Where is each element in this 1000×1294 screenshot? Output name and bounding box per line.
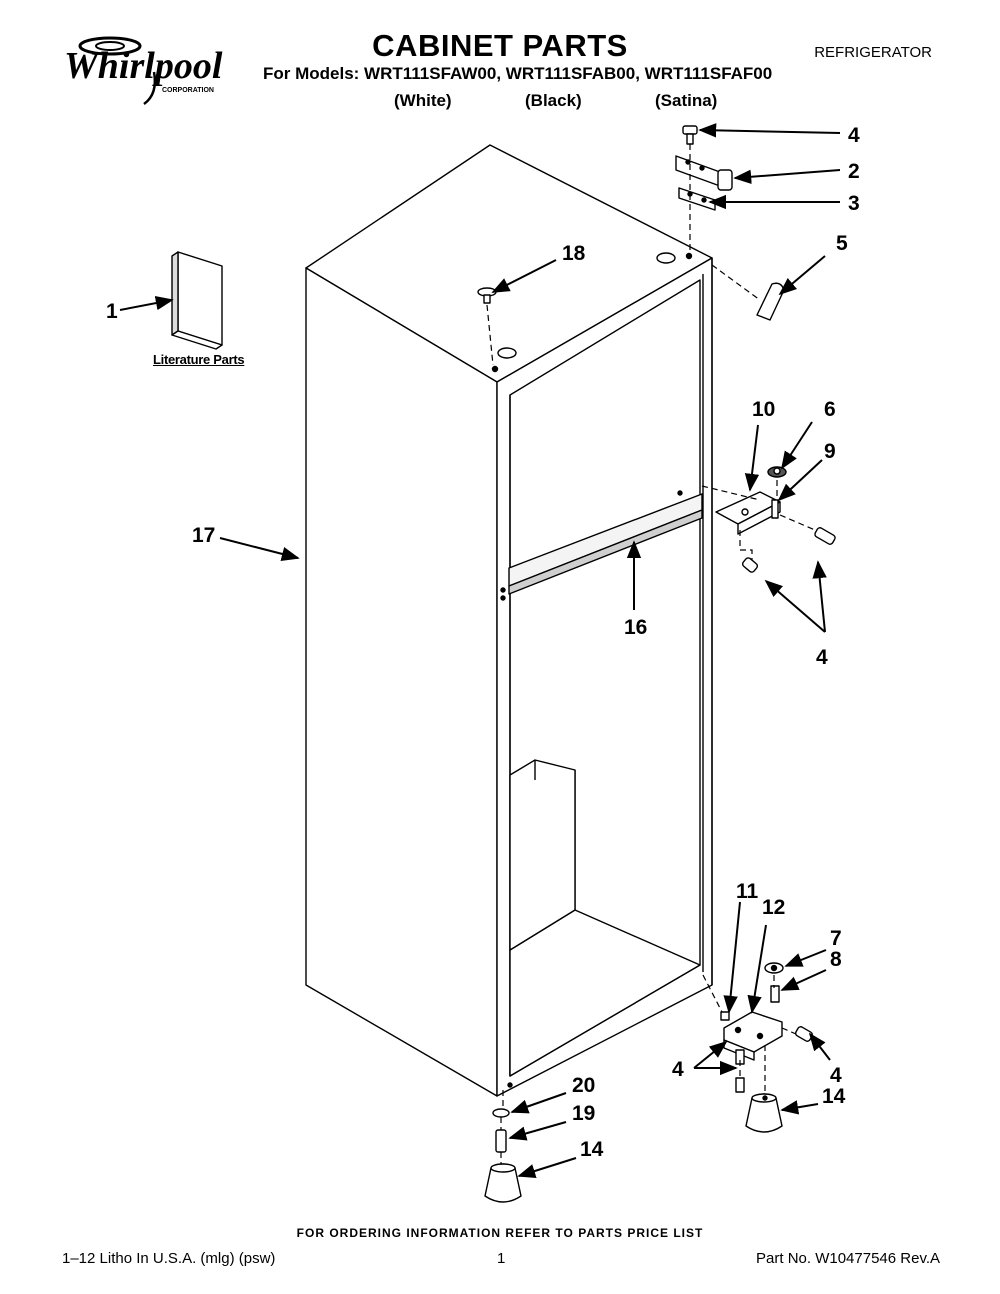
svg-text:Whirlpool: Whirlpool: [64, 45, 223, 87]
callout-14-leg-left: 14: [580, 1138, 604, 1161]
callout-16-cross-rail: 16: [624, 616, 647, 639]
callout-19-leveler-stud: 19: [572, 1102, 595, 1125]
literature-parts-label: Literature Parts: [153, 352, 245, 367]
part-number: Part No. W10477546 Rev.A: [756, 1250, 940, 1267]
callout-8-hinge-pin: 8: [830, 948, 842, 971]
litho-info: 1–12 Litho In U.S.A. (mlg) (psw): [62, 1250, 276, 1267]
bottom-hinge-assembly: [720, 962, 814, 1093]
page-number: 1: [497, 1250, 506, 1267]
ordering-note: FOR ORDERING INFORMATION REFER TO PARTS …: [296, 1226, 704, 1240]
callout-3-hinge-shim: 3: [848, 192, 860, 215]
callout-4-bottom-side-screw: 4: [830, 1064, 842, 1087]
whirlpool-logo: Whirlpool CORPORATION: [62, 32, 232, 107]
variant-satina: (Satina): [655, 91, 718, 110]
center-hinge-assembly: [715, 466, 836, 573]
hinge-cover: [756, 282, 785, 321]
callout-18-plug: 18: [562, 242, 586, 265]
callout-2-top-hinge: 2: [848, 160, 860, 183]
callout-1-literature: 1: [106, 300, 118, 323]
page-title: CABINET PARTS: [372, 28, 628, 63]
leveling-leg-left: [484, 1108, 522, 1203]
leveling-leg-right: [745, 1093, 783, 1133]
top-hinge-assembly: [675, 125, 733, 211]
callout-9-hinge-pin: 9: [824, 440, 836, 463]
callout-14-leg-right: 14: [822, 1085, 846, 1108]
variant-black: (Black): [525, 91, 582, 110]
callout-12-bottom-hinge: 12: [762, 896, 785, 919]
model-list: For Models: WRT111SFAW00, WRT111SFAB00, …: [263, 64, 773, 83]
callout-17-cabinet: 17: [192, 524, 215, 547]
callout-10-center-hinge: 10: [752, 398, 775, 421]
callout-4-top-hinge-screw: 4: [848, 124, 860, 147]
variant-white: (White): [394, 91, 452, 110]
callout-4-center-hinge-screws: 4: [816, 646, 828, 669]
callout-4-bottom-hinge-screws: 4: [672, 1058, 684, 1081]
literature-booklet: [171, 251, 223, 350]
product-type: REFRIGERATOR: [814, 44, 932, 61]
callout-11: 11: [736, 880, 759, 903]
callout-5-hinge-cover: 5: [836, 232, 848, 255]
callout-7-washer: 7: [830, 927, 842, 950]
callout-20-washer: 20: [572, 1074, 595, 1097]
svg-text:CORPORATION: CORPORATION: [162, 87, 214, 94]
callout-6-washer: 6: [824, 398, 836, 421]
cabinet-shell: [305, 144, 713, 1097]
